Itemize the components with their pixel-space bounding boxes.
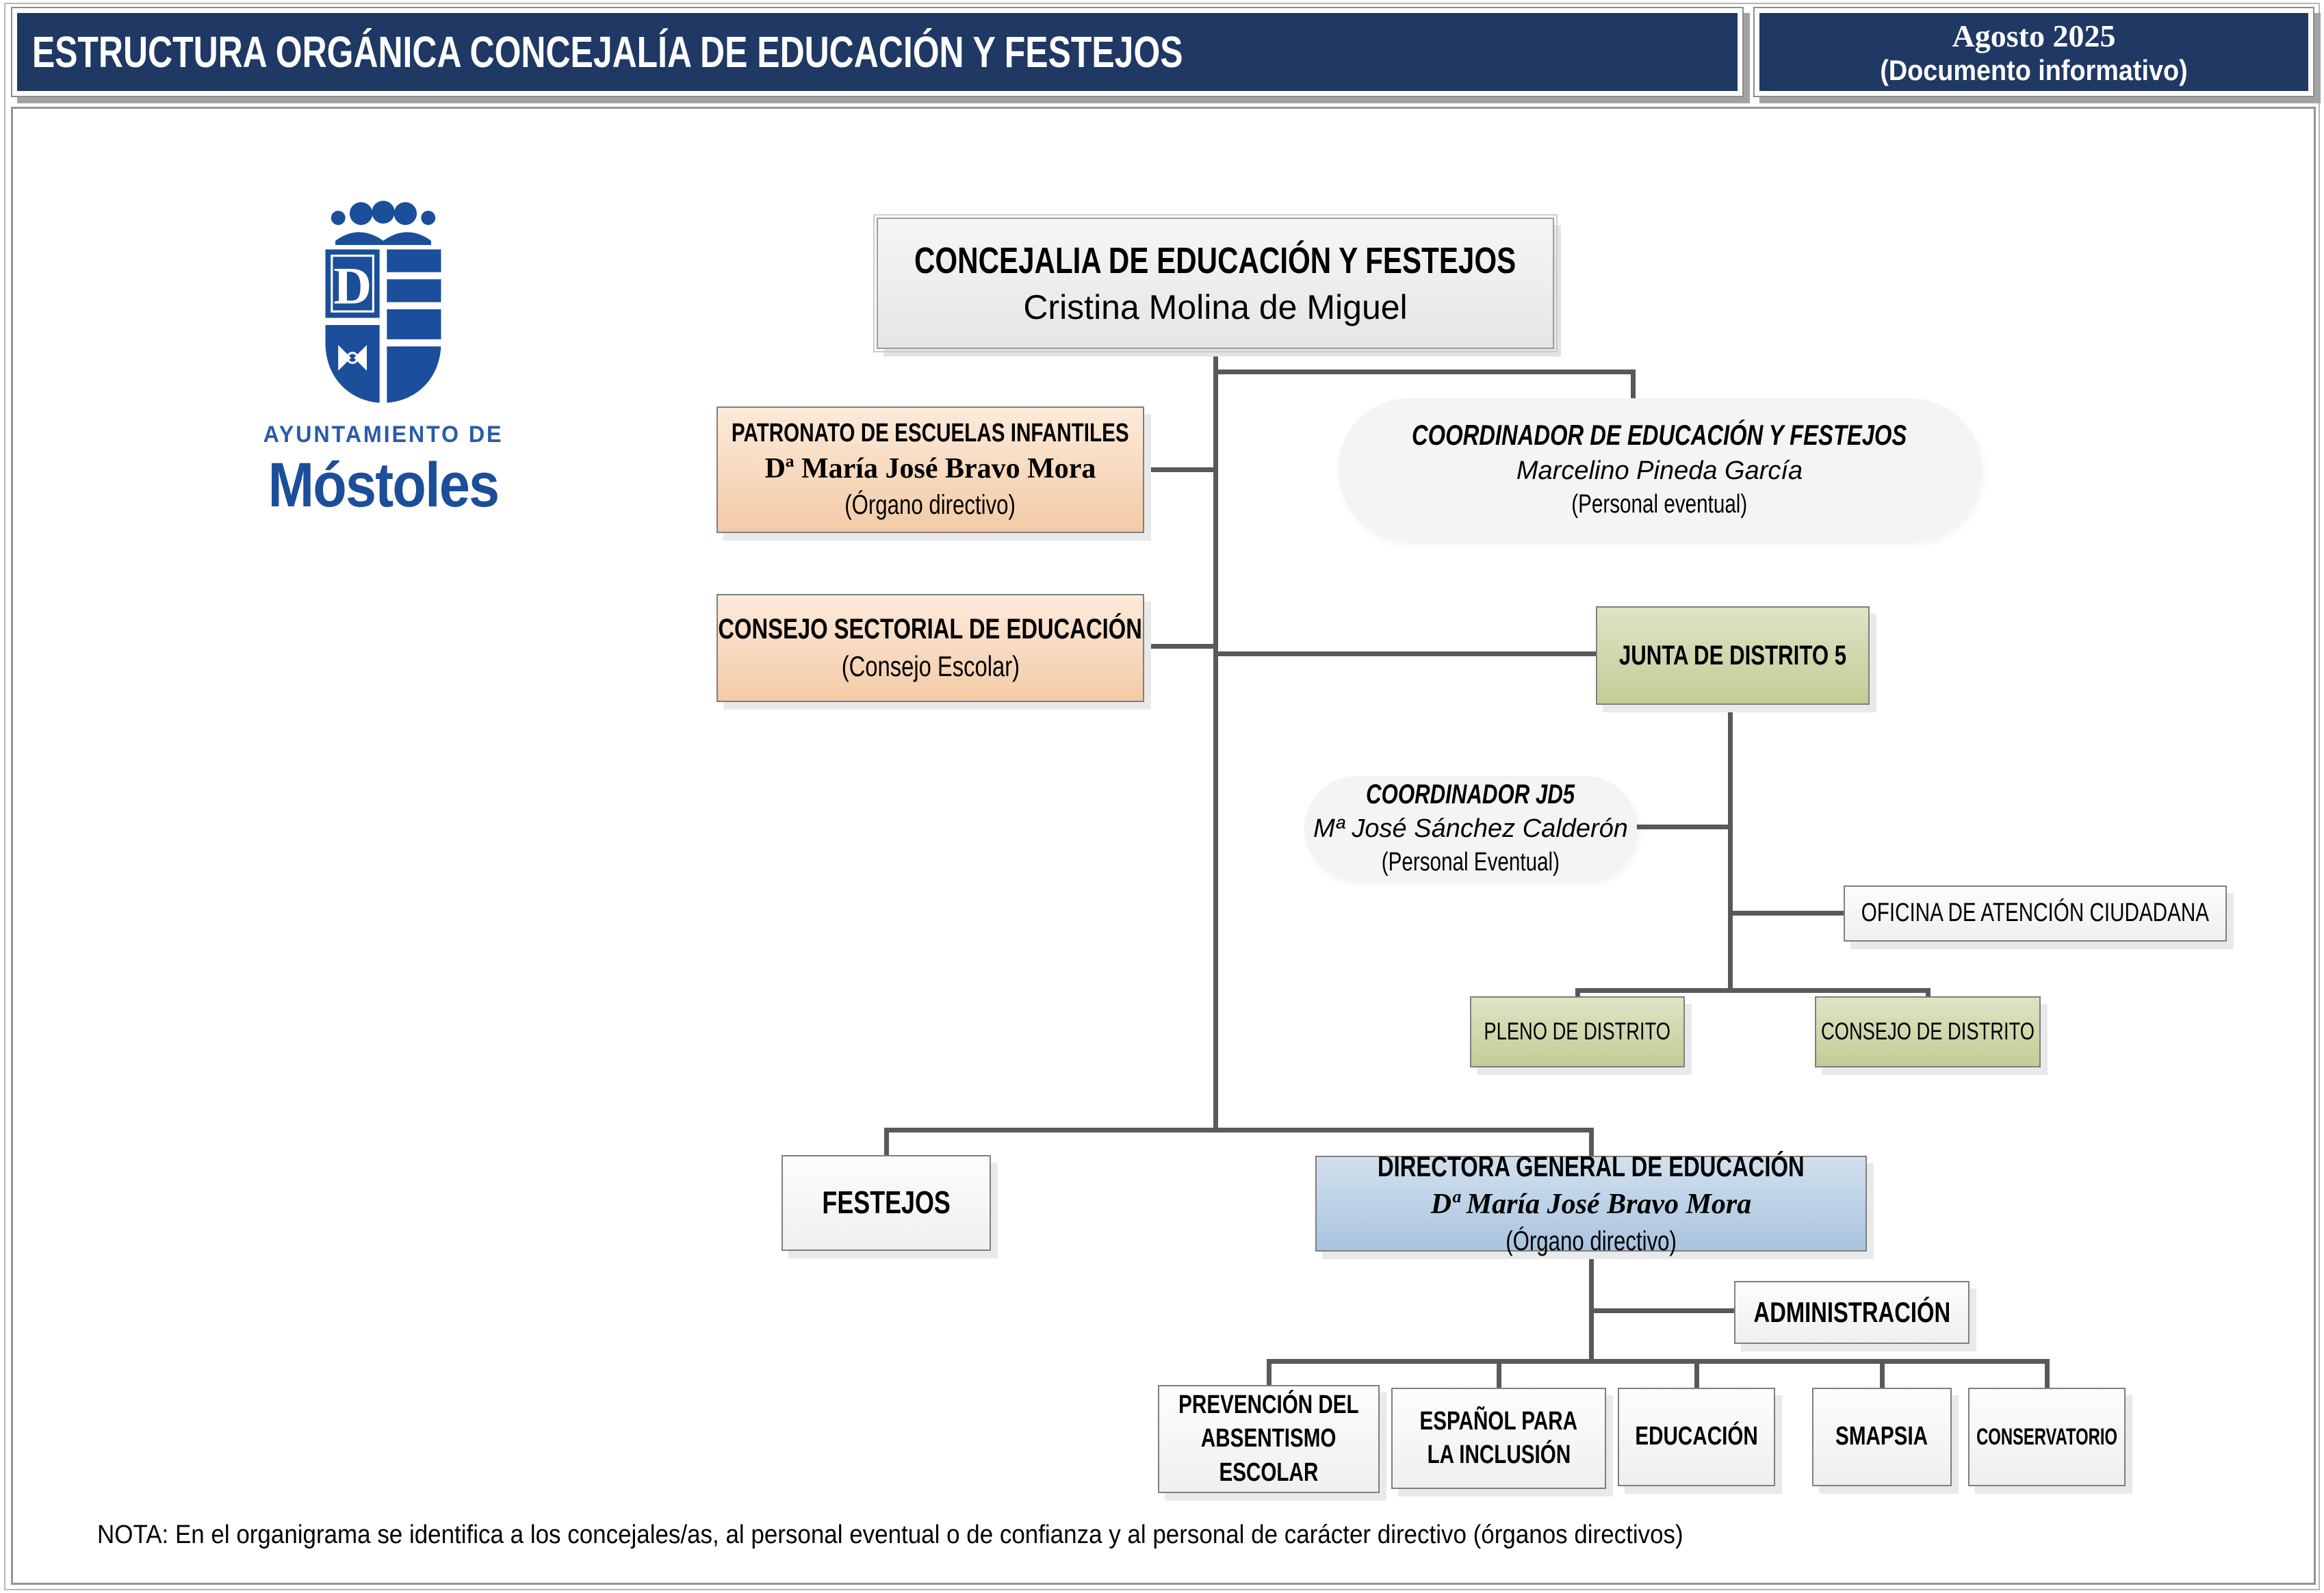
connector-festejos-drop [884, 1128, 889, 1156]
header-date-bar: Agosto 2025 (Documento informativo) [1753, 7, 2314, 97]
org-node-concejalia-title: CONCEJALIA DE EDUCACIÓN Y FESTEJOS [914, 240, 1516, 282]
org-node-educacion-title: EDUCACIÓN [1635, 1422, 1758, 1451]
org-node-administracion-title: ADMINISTRACIÓN [1753, 1295, 1950, 1328]
connector-directora-drop [1589, 1128, 1594, 1157]
connector-consejo-sectorial [1143, 644, 1218, 649]
org-node-smapsia: SMAPSIA [1812, 1388, 1952, 1486]
header-title-bg: ESTRUCTURA ORGÁNICA CONCEJALÍA DE EDUCAC… [17, 13, 1738, 91]
connector-pleno-drop [1575, 988, 1580, 999]
org-node-directora-name: Dª María José Bravo Mora [1430, 1189, 1752, 1220]
org-node-coordinador-ef-name: Marcelino Pineda García [1516, 456, 1803, 485]
page-title: ESTRUCTURA ORGÁNICA CONCEJALÍA DE EDUCAC… [31, 27, 1183, 77]
org-node-coordinador-jd5-name: Mª José Sánchez Calderón [1313, 814, 1628, 843]
org-node-conservatorio: CONSERVATORIO [1968, 1388, 2126, 1486]
org-node-coordinador-educacion-festejos: COORDINADOR DE EDUCACIÓN Y FESTEJOS Marc… [1338, 398, 1981, 541]
org-node-coordinador-jd5-title: COORDINADOR JD5 [1366, 779, 1575, 810]
connector-trunk [1213, 349, 1218, 1132]
connector-coordinador-jd5 [1636, 825, 1729, 829]
connector-conservatorio-drop [2045, 1359, 2050, 1389]
org-node-patronato-title: PATRONATO DE ESCUELAS INFANTILES [732, 418, 1129, 448]
org-node-pleno-distrito: PLENO DE DISTRITO [1470, 996, 1685, 1067]
connector-educacion-drop [1694, 1359, 1699, 1389]
org-node-directora-general: DIRECTORA GENERAL DE EDUCACIÓN Dª María … [1315, 1150, 1867, 1256]
org-node-coordinador-jd5: COORDINADOR JD5 Mª José Sánchez Calderón… [1304, 776, 1637, 880]
connector-jd5-trunk [1728, 703, 1733, 993]
org-node-patronato-name: Dª María José Bravo Mora [764, 452, 1096, 484]
connector-patronato [1143, 467, 1218, 472]
org-node-directora-role: (Órgano directivo) [1506, 1226, 1677, 1256]
org-node-oficina-atencion: OFICINA DE ATENCIÓN CIUDADANA [1844, 885, 2227, 942]
mostoles-shield-icon: D [325, 200, 441, 403]
connector-administracion [1589, 1308, 1735, 1313]
org-node-prevencion-absentismo: PREVENCIÓN DEL ABSENTISMO ESCOLAR [1158, 1385, 1380, 1493]
document-type: (Documento informativo) [1880, 53, 2188, 86]
connector-lower-bus [884, 1128, 1594, 1132]
connector-directora-down [1589, 1250, 1594, 1364]
connector-oficina [1731, 911, 1845, 916]
org-node-consejo-distrito-title: CONSEJO DE DISTRITO [1821, 1018, 2035, 1046]
org-node-coordinador-jd5-role: (Personal Eventual) [1381, 848, 1560, 877]
header-date-bg: Agosto 2025 (Documento informativo) [1759, 13, 2308, 91]
mostoles-logo: D AYUNTAMIENTO DE Móstoles [240, 198, 527, 521]
org-node-coordinador-ef-title: COORDINADOR DE EDUCACIÓN Y FESTEJOS [1412, 419, 1907, 452]
org-node-administracion: ADMINISTRACIÓN [1734, 1281, 1970, 1344]
org-node-prevencion-line2: ABSENTISMO [1201, 1424, 1337, 1453]
org-node-espanol-inclusion: ESPAÑOL PARA LA INCLUSIÓN [1391, 1388, 1606, 1489]
org-node-coordinador-ef-role: (Personal eventual) [1571, 490, 1748, 519]
org-node-espanol-line1: ESPAÑOL PARA [1419, 1406, 1578, 1436]
logo-text-mostoles: Móstoles [268, 450, 500, 520]
org-node-prevencion-line1: PREVENCIÓN DEL [1178, 1390, 1359, 1419]
org-node-consejo-sectorial-role: (Consejo Escolar) [841, 650, 1020, 682]
org-node-patronato: PATRONATO DE ESCUELAS INFANTILES Dª Marí… [716, 406, 1144, 533]
org-node-conservatorio-title: CONSERVATORIO [1976, 1423, 2117, 1450]
org-node-consejo-sectorial-title: CONSEJO SECTORIAL DE EDUCACIÓN [718, 612, 1143, 645]
org-node-smapsia-title: SMAPSIA [1835, 1422, 1928, 1451]
connector-espanol-drop [1497, 1359, 1501, 1389]
org-node-junta-distrito-5: JUNTA DE DISTRITO 5 [1596, 606, 1870, 705]
footer-note: NOTA: En el organigrama se identifica a … [97, 1520, 1683, 1549]
connector-distrito-bus [1575, 988, 1931, 993]
org-node-espanol-line2: LA INCLUSIÓN [1427, 1440, 1571, 1469]
org-node-festejos: FESTEJOS [782, 1155, 991, 1251]
org-node-directora-title: DIRECTORA GENERAL DE EDUCACIÓN [1378, 1150, 1805, 1183]
org-node-festejos-title: FESTEJOS [822, 1184, 951, 1221]
connector-smapsia-drop [1880, 1359, 1885, 1389]
org-node-consejo-sectorial: CONSEJO SECTORIAL DE EDUCACIÓN (Consejo … [716, 594, 1144, 702]
connector-bottom-bus [1267, 1359, 2050, 1364]
connector-junta-distrito5 [1213, 651, 1597, 656]
org-node-oficina-atencion-title: OFICINA DE ATENCIÓN CIUDADANA [1861, 898, 2210, 928]
org-node-pleno-distrito-title: PLENO DE DISTRITO [1484, 1018, 1671, 1046]
svg-text:D: D [333, 257, 372, 315]
document-date: Agosto 2025 [1952, 18, 2116, 53]
org-node-concejalia: CONCEJALIA DE EDUCACIÓN Y FESTEJOS Crist… [873, 214, 1558, 352]
logo-text-ayuntamiento: AYUNTAMIENTO DE [263, 422, 504, 448]
connector-prevencion-drop [1267, 1359, 1271, 1386]
org-node-educacion: EDUCACIÓN [1618, 1388, 1775, 1486]
org-node-consejo-distrito: CONSEJO DE DISTRITO [1815, 996, 2041, 1067]
org-node-prevencion-line3: ESCOLAR [1219, 1458, 1319, 1487]
connector-consejo-distrito-drop [1926, 988, 1931, 999]
org-node-concejalia-name: Cristina Molina de Miguel [1023, 287, 1408, 326]
org-node-patronato-role: (Órgano directivo) [844, 490, 1016, 521]
org-node-junta-distrito-5-title: JUNTA DE DISTRITO 5 [1618, 640, 1847, 671]
connector-coordinador-ef-v [1631, 370, 1636, 401]
connector-coordinador-ef-h [1213, 370, 1636, 374]
header-title-bar: ESTRUCTURA ORGÁNICA CONCEJALÍA DE EDUCAC… [11, 7, 1744, 97]
